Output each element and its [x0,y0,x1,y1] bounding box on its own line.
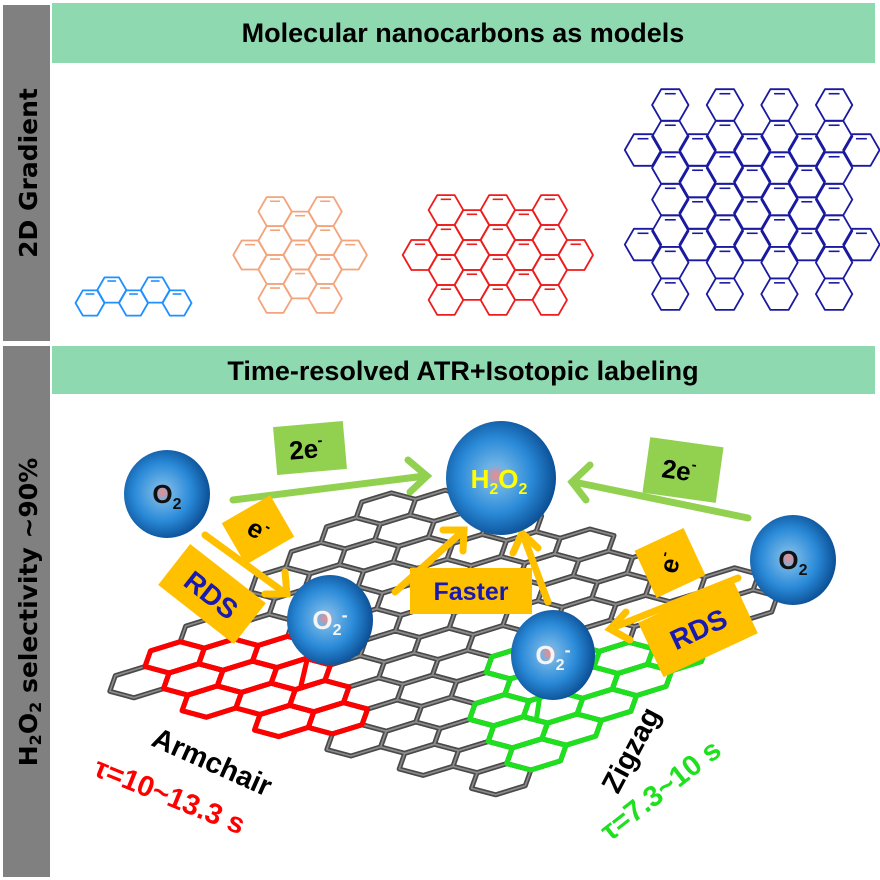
sphere-o2-right: O2 [750,515,836,605]
hexagon-ring [161,289,193,317]
hexagon-ring [678,227,717,262]
svg-text:Faster: Faster [433,578,508,606]
hexagon-ring [332,239,368,271]
side-bar-top [3,5,50,341]
hexagon-ring [307,282,343,314]
svg-text:O2: O2 [152,479,181,513]
svg-text:2e-: 2e- [660,452,698,487]
hexagon-ring [787,227,826,262]
armchair-edge-ring [142,639,207,676]
sphere-o2-left: O2 [124,450,210,538]
hexagon-ring [557,239,594,271]
molecule-large [401,194,594,316]
zigzag-edge-ring [591,639,656,676]
hexagon-ring [705,277,744,311]
box-2e-left: 2e- [273,421,347,475]
box-e-right: e- [634,528,706,598]
side-label-2d-gradient: 2D Gradient [14,88,43,258]
sphere-h2o2: H2O2 [446,421,556,535]
zigzag-bond [533,694,543,723]
arrow-left-2e [229,456,433,504]
armchair-edge-ring [305,700,371,737]
hexagon-ring [623,227,663,262]
hexagon-ring [531,284,568,316]
hexagon-ring [623,133,663,167]
sphere-o2-minus-left: O2- [287,575,373,665]
molecules [74,88,880,317]
arrow-faster-right [509,527,552,606]
graphene-ring-highlight [553,528,615,562]
svg-text:O2-: O2- [535,640,570,674]
hexagon-ring [815,277,854,311]
graphene-ring-highlight [572,550,634,584]
box-2e-right: 2e- [642,437,724,503]
header-molecular-nanocarbons: Molecular nanocarbons as models [242,18,685,48]
armchair-bond [297,659,310,691]
arrow-right-2e [567,461,752,522]
sphere-o2-minus-right: O2- [511,610,595,700]
arrow-faster-left [391,526,468,596]
hexagon-ring [842,227,880,262]
molecule-medium [232,196,368,314]
hexagon-ring [651,277,690,311]
header-top-bg [52,3,875,63]
box-rds-right: RDS [638,578,758,678]
header-bottom-bg [52,346,875,394]
arrow-left-e [201,531,291,598]
molecule-xlarge [623,88,880,311]
side-bar-bottom [3,346,50,877]
box-e-left: e- [221,495,295,565]
hexagon-ring [760,277,799,311]
hexagon-ring [842,133,880,167]
graphene-ring-highlight [355,492,417,525]
armchair-edge-ring [196,636,261,673]
svg-text:O2-: O2- [312,605,347,639]
molecule-small [74,276,193,317]
side-label-selectivity: H2O2 selectivity ~90% [14,458,45,767]
hexagon-ring [733,227,772,262]
svg-text:H2O2: H2O2 [471,464,528,498]
header-time-resolved-atr: Time-resolved ATR+Isotopic labeling [227,356,698,386]
svg-text:2e-: 2e- [288,432,324,466]
svg-text:O2: O2 [778,545,807,579]
box-faster: Faster [410,568,532,614]
